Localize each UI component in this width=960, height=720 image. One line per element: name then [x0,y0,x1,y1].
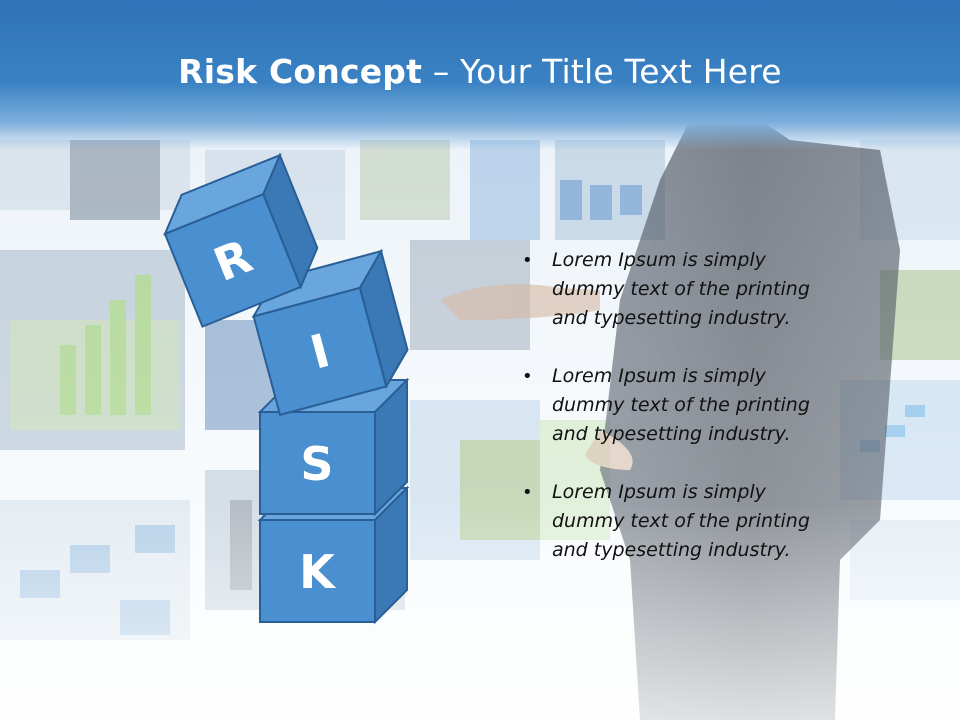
bullet-dot: • [522,366,533,387]
cube-letter-s: S [300,437,333,491]
bullet-item: • Lorem Ipsum is simply dummy text of th… [520,478,840,565]
bullet-dot: • [522,250,533,271]
bullet-text: Lorem Ipsum is simply dummy text of the … [552,249,810,329]
cube-i: I [251,248,409,417]
title-rest: – Your Title Text Here [422,52,782,91]
bullet-text: Lorem Ipsum is simply dummy text of the … [552,481,810,561]
title-bold: Risk Concept [178,52,423,91]
bullet-item: • Lorem Ipsum is simply dummy text of th… [520,362,840,449]
bullet-list: • Lorem Ipsum is simply dummy text of th… [520,246,840,594]
cube-letter-k: K [299,545,337,599]
slide-title: Risk Concept – Your Title Text Here [0,52,960,91]
bullet-text: Lorem Ipsum is simply dummy text of the … [552,365,810,445]
cube-r: R [163,152,319,328]
bullet-dot: • [522,482,533,503]
bullet-item: • Lorem Ipsum is simply dummy text of th… [520,246,840,333]
header-band [0,0,960,150]
